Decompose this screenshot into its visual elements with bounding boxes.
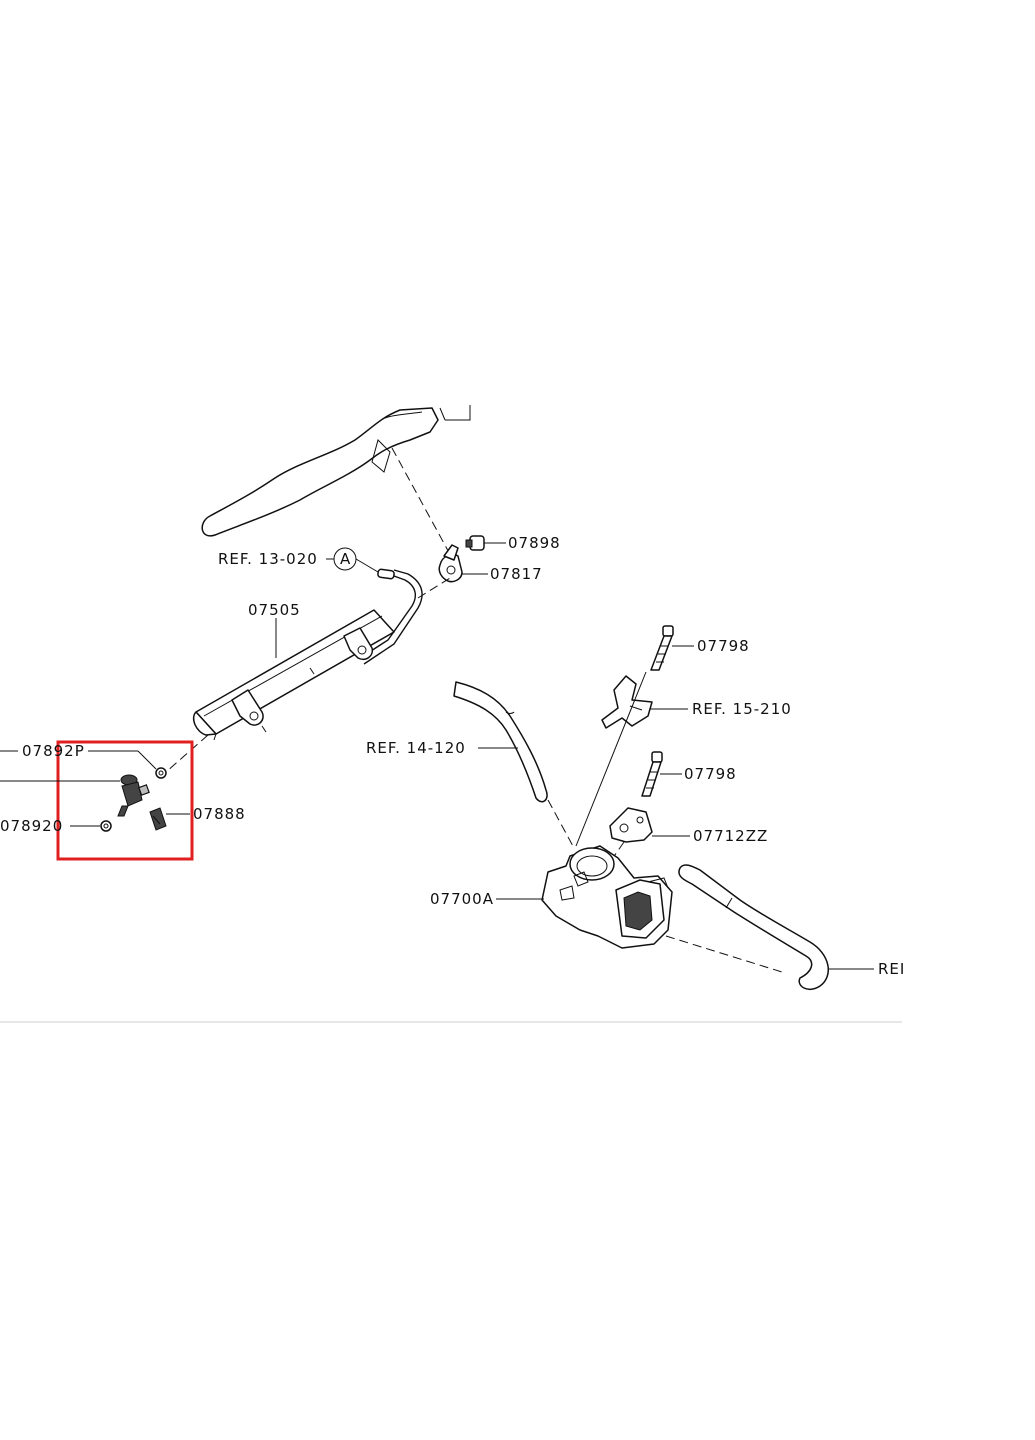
label-07898: 07898 (508, 534, 561, 552)
label-07817: 07817 (490, 565, 543, 583)
hose-ref-14-120 (453, 681, 548, 803)
o-ring-07892p (155, 767, 167, 779)
clip-07888 (149, 807, 167, 831)
o-ring-07892q (100, 820, 112, 832)
label-07892p: 07892P (22, 742, 85, 760)
fuel-line (359, 568, 451, 665)
sensor-07712zz (609, 807, 653, 843)
leader-07892p-diag (137, 750, 157, 770)
bolt-07798-top (650, 625, 674, 671)
dashed-leader (391, 447, 453, 559)
callout-a-letter: A (340, 550, 351, 568)
bolt-07798-mid (641, 751, 663, 797)
highlight-box (56, 740, 194, 861)
throttle-body-07700a (541, 845, 673, 949)
label-ref-13-020: REF. 13-020 (218, 550, 318, 568)
label-07700a: 07700A (430, 890, 494, 908)
label-07712zz: 07712ZZ (693, 827, 768, 845)
leader-callout-a (355, 558, 379, 573)
label-ref-right: REI (878, 960, 905, 978)
hose-right (678, 864, 830, 990)
label-07892q: 078920 (0, 817, 63, 835)
fuel-rail-07505 (192, 609, 395, 741)
dashed-body-hose (665, 935, 783, 973)
dashed-hose-body (547, 799, 575, 849)
bracket-07817 (438, 544, 463, 583)
intake-pipe (201, 405, 471, 537)
label-07798-mid: 07798 (684, 765, 737, 783)
fuel-injector (117, 774, 150, 817)
dashed-leader-injector (165, 734, 209, 773)
leader-bracket-to-body (575, 671, 647, 847)
label-07798-top: 07798 (697, 637, 750, 655)
label-07888: 07888 (193, 805, 246, 823)
label-ref-15-210: REF. 15-210 (692, 700, 792, 718)
label-07505: 07505 (248, 601, 301, 619)
label-ref-14-120: REF. 14-120 (366, 739, 466, 757)
bolt-07898 (465, 535, 485, 551)
